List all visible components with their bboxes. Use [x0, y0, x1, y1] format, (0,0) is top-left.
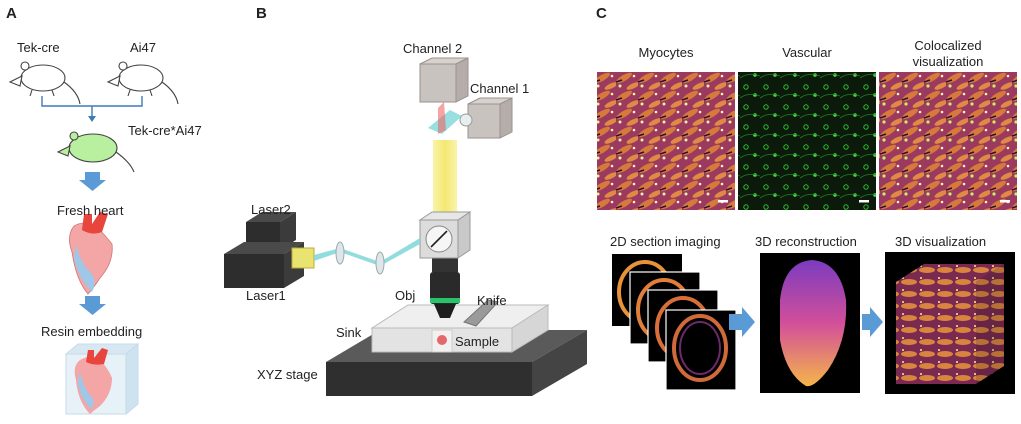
split-beam [438, 102, 446, 134]
arrow-to-visualization [862, 307, 883, 337]
laser-combiner [291, 247, 315, 269]
channel1-label: Channel 1 [470, 81, 530, 96]
reconstruction-label: 3D reconstruction [755, 234, 857, 249]
colocalized-label-line1: Colocalized [914, 38, 982, 53]
sample-label: Sample [455, 334, 500, 349]
laser1-unit [224, 242, 304, 288]
colocalized-label-line2: visualization [912, 54, 984, 69]
knife-label: Knife [477, 293, 507, 308]
channel2-label: Channel 2 [403, 41, 463, 56]
tek-cre-mouse-icon [8, 61, 81, 105]
channel2-detector [419, 57, 469, 103]
laser2-label: Laser2 [251, 202, 291, 217]
scale-bar-1 [718, 200, 728, 203]
tissue-cube [896, 264, 1004, 384]
xyz-stage-label: XYZ stage [257, 367, 318, 382]
arrow-to-fresh-heart [79, 172, 106, 191]
section-stack [612, 254, 737, 391]
knife-blade [463, 299, 499, 327]
fresh-heart-label: Fresh heart [57, 203, 124, 218]
section-imaging-label: 2D section imaging [610, 234, 721, 249]
cross-arrowhead [88, 116, 96, 122]
panel-label-a: A [6, 5, 17, 22]
sink-label: Sink [336, 325, 362, 340]
vascular-image [738, 72, 876, 210]
scale-bar-3 [1000, 200, 1010, 203]
panel-label-c: C [596, 5, 607, 22]
resin-embedded-heart-icon [64, 342, 140, 416]
channel1-detector [459, 97, 513, 139]
colocalized-image [879, 72, 1017, 210]
myocytes-label: Myocytes [638, 45, 694, 60]
laser1-label: Laser1 [246, 288, 286, 303]
arrow-to-reconstruction [729, 307, 755, 337]
excitation-beam [314, 238, 420, 266]
fresh-heart-icon [69, 212, 113, 295]
ai47-mouse-icon [106, 61, 179, 105]
objective-lens [430, 258, 460, 318]
cross-bracket [41, 96, 143, 118]
obj-label: Obj [395, 288, 416, 303]
ai47-label: Ai47 [130, 40, 157, 55]
tek-cre-ai47-mouse-icon [56, 131, 135, 173]
emission-beam [433, 140, 457, 214]
sample-block [431, 329, 453, 353]
vascular-label: Vascular [782, 45, 832, 60]
resin-embedding-label: Resin embedding [41, 324, 143, 339]
lens-2 [375, 251, 385, 275]
visualization-label: 3D visualization [895, 234, 987, 249]
cross-label: Tek-cre*Ai47 [128, 123, 202, 138]
beam-splitter-cube [418, 211, 472, 259]
scale-bar-2 [859, 200, 869, 203]
tek-cre-label: Tek-cre [17, 40, 60, 55]
reconstructed-heart [780, 260, 847, 387]
arrow-to-resin [79, 296, 106, 315]
myocytes-image [597, 72, 735, 210]
panel-label-b: B [256, 5, 267, 22]
lens-1 [335, 241, 345, 265]
